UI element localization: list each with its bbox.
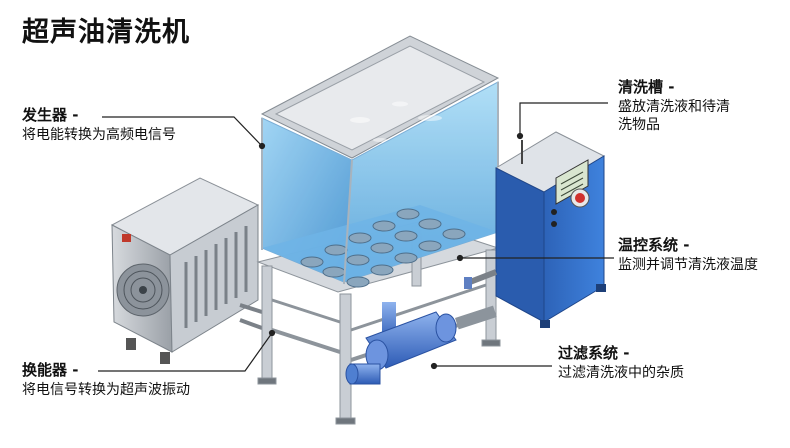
leader-tank (519, 102, 608, 136)
callout-temperature-desc: 监测并调节清洗液温度 (618, 256, 758, 273)
callout-tank: 清洗槽 - 盛放清洗液和待清 洗物品 (618, 78, 730, 134)
callout-transducer-desc: 将电信号转换为超声波振动 (22, 381, 190, 398)
temperature-control-cabinet (464, 131, 606, 328)
leader-transducer (98, 332, 273, 372)
callout-temperature: 温控系统 - 监测并调节清洗液温度 (618, 236, 758, 274)
callout-temperature-head: 温控系统 - (618, 236, 690, 254)
callout-transducer: 换能器 - 将电信号转换为超声波振动 (22, 361, 190, 399)
callout-generator-desc: 将电能转换为高频电信号 (22, 126, 176, 143)
callout-tank-desc-line1: 盛放清洗液和待清 (618, 98, 730, 115)
leader-generator (102, 116, 263, 147)
control-display-icon (555, 159, 589, 205)
callout-generator: 发生器 - 将电能转换为高频电信号 (22, 106, 176, 144)
leader-lines (98, 102, 614, 372)
callout-tank-desc-line2: 洗物品 (618, 116, 660, 133)
diagram-title: 超声油清洗机 (22, 17, 190, 48)
callout-filtration-head: 过滤系统 - (558, 344, 630, 362)
callout-transducer-head: 换能器 - (22, 361, 79, 379)
callout-filtration-desc: 过滤清洗液中的杂质 (558, 364, 684, 381)
callout-filtration: 过滤系统 - 过滤清洗液中的杂质 (558, 344, 684, 382)
filter-system (345, 302, 497, 385)
power-switch-icon (122, 234, 131, 242)
transducer-discs (300, 208, 466, 288)
callout-tank-head: 清洗槽 - (618, 78, 675, 96)
stop-button-icon (575, 193, 585, 203)
generator-unit (110, 177, 263, 364)
cleaning-tank (260, 35, 500, 288)
callout-generator-head: 发生器 - (22, 106, 79, 124)
